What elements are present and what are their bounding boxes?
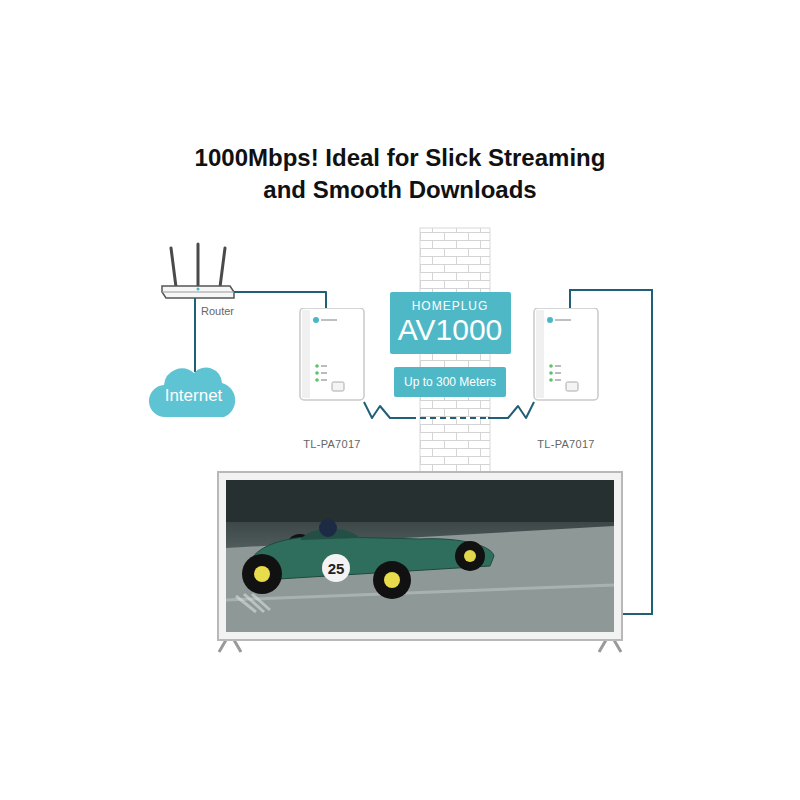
connector-line: [410, 417, 488, 419]
connector: [238, 292, 326, 308]
connector-line: [238, 292, 326, 308]
node-text: Router: [201, 305, 234, 317]
tv-set: [218, 472, 622, 652]
node-text: AV1000: [398, 313, 503, 347]
adapter-node: TL-PA7017: [524, 308, 608, 452]
node-text: Internet: [165, 386, 223, 406]
connector-line: [488, 402, 534, 418]
range-box: Up to 300 Meters: [394, 367, 506, 397]
node-text: TL-PA7017: [303, 438, 361, 450]
adapter-node: TL-PA7017: [290, 308, 374, 452]
car-number: 25: [328, 560, 345, 577]
connector: [195, 320, 196, 372]
cloud-node: Internet: [146, 363, 241, 421]
title-box: 1000Mbps! Ideal for Slick Streaming and …: [180, 142, 620, 206]
node-text: HOMEPLUG: [412, 299, 489, 313]
router-node: Router: [158, 240, 238, 320]
spec-box: HOMEPLUGAV1000: [390, 292, 511, 354]
node-text: Up to 300 Meters: [404, 375, 496, 389]
powerline-adapter: [290, 308, 374, 452]
connector: [364, 402, 534, 418]
connector-line: [194, 320, 196, 372]
car-number-box: 25: [322, 554, 350, 582]
node-text: TL-PA7017: [537, 438, 595, 450]
title: 1000Mbps! Ideal for Slick Streaming and …: [180, 142, 620, 206]
connector-line: [364, 402, 410, 418]
powerline-adapter: [524, 308, 608, 452]
